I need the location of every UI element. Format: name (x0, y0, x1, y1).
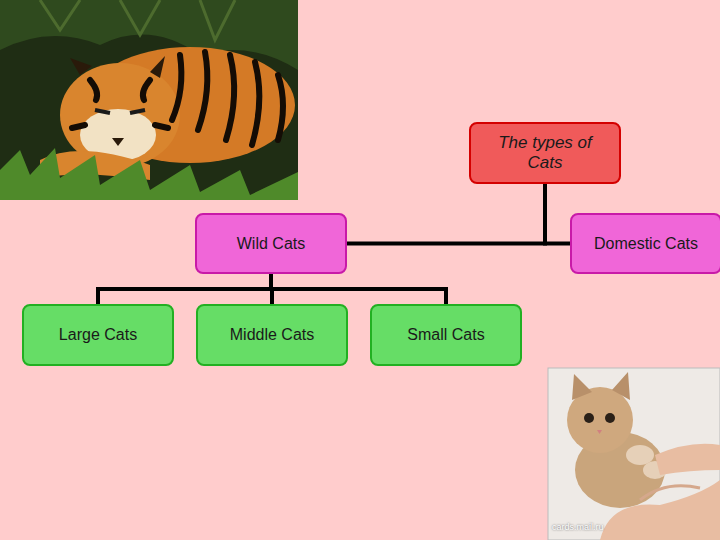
connector (98, 274, 271, 304)
box-text: Wild Cats (237, 234, 305, 253)
category-box: Wild Cats (195, 213, 347, 274)
root-box: The types of Cats (469, 122, 621, 184)
subcategory-box: Middle Cats (196, 304, 348, 366)
box-text: Domestic Cats (594, 234, 698, 253)
subcategory-box: Small Cats (370, 304, 522, 366)
watermark: cards.mail.ru (552, 522, 604, 532)
connector (271, 274, 446, 304)
kitten-photo (548, 368, 720, 540)
box-text: The types of Cats (483, 133, 607, 174)
category-box: Domestic Cats (570, 213, 720, 274)
subcategory-box: Large Cats (22, 304, 174, 366)
connector (545, 184, 570, 244)
connector (347, 184, 545, 244)
box-text: Middle Cats (230, 325, 314, 344)
box-text: Large Cats (59, 325, 137, 344)
tiger-photo (0, 0, 298, 200)
box-text: Small Cats (407, 325, 484, 344)
